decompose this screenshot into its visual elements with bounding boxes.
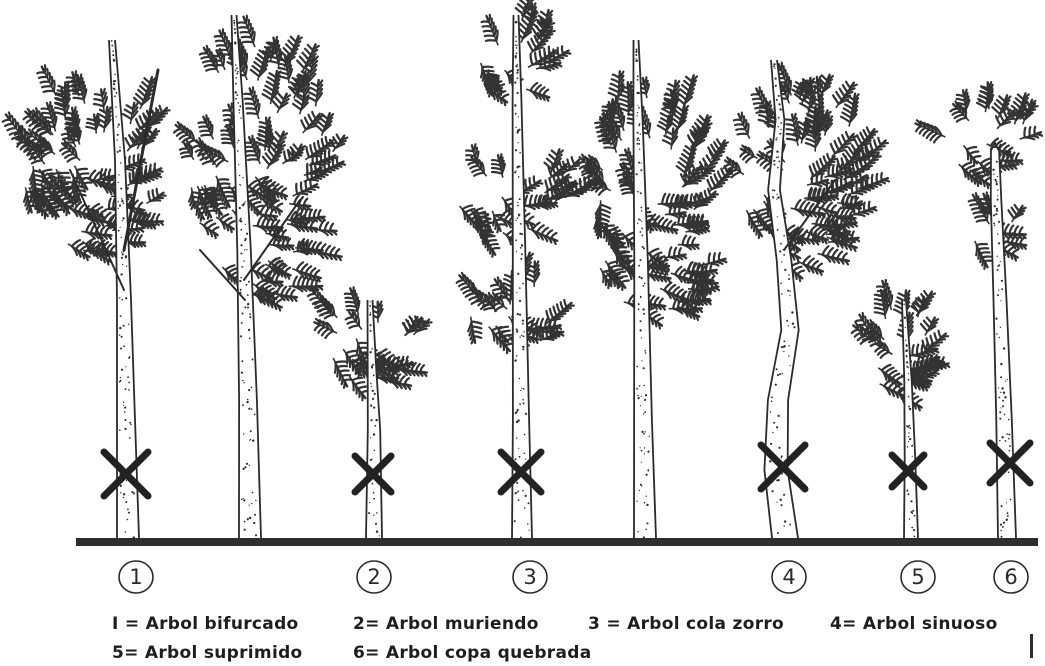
tree-a-crown — [174, 16, 347, 311]
number-circle-6: 6 — [994, 561, 1028, 593]
ground-line — [76, 538, 1038, 546]
svg-text:6: 6 — [1004, 565, 1017, 589]
svg-text:4: 4 — [782, 565, 795, 589]
tree-3-crown-mid — [459, 144, 597, 257]
edge-mark — [1030, 634, 1033, 658]
tree-number-layer: 1 2 3 4 5 6 — [119, 561, 1028, 593]
number-circle-1: 1 — [119, 561, 153, 593]
svg-text:1: 1 — [129, 565, 142, 589]
svg-text:2: 2 — [367, 565, 380, 589]
legend-item-4: 4= Arbol sinuoso — [830, 614, 998, 634]
tree-6-crown-top — [916, 82, 1042, 188]
tree-1-crown — [3, 65, 170, 264]
legend-item-3: 3 = Arbol cola zorro — [588, 614, 784, 634]
legend-item-2: 2= Arbol muriendo — [353, 614, 539, 634]
number-circle-3: 3 — [513, 561, 547, 593]
svg-text:5: 5 — [911, 565, 924, 589]
number-circle-5: 5 — [901, 561, 935, 593]
legend-item-6: 6= Arbol copa quebrada — [353, 643, 592, 663]
svg-text:3: 3 — [523, 565, 536, 589]
tree-5-crown — [852, 280, 950, 410]
tree-2-trunk — [366, 300, 382, 538]
tree-b-crown — [578, 71, 735, 328]
legend-item-5: 5= Arbol suprimido — [112, 643, 303, 663]
tree-4-crown — [724, 63, 889, 281]
number-circle-2: 2 — [357, 561, 391, 593]
number-circle-4: 4 — [772, 561, 806, 593]
legend-item-1: I = Arbol bifurcado — [112, 614, 299, 634]
tree-3-crown-top — [481, 0, 571, 105]
